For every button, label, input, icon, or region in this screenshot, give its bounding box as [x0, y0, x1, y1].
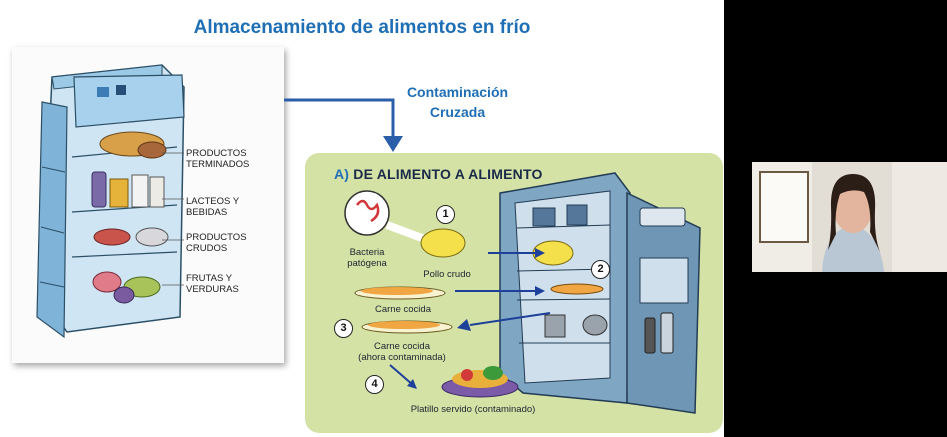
platillo-label: Platillo servido (contaminado) [410, 404, 536, 415]
participant-video-icon [752, 162, 947, 272]
fridge-illustration [36, 64, 185, 339]
fridge-diagram: PRODUCTOS TERMINADOS LACTEOS Y BEBIDAS P… [12, 47, 284, 363]
carne-contaminada-label: Carne cocida (ahora contaminada) [358, 341, 446, 363]
step-1-badge: 1 [436, 205, 455, 224]
panel-heading-text: DE ALIMENTO A ALIMENTO [353, 166, 543, 182]
panel-letter: A) [334, 166, 350, 182]
pollo-crudo-label: Pollo crudo [423, 269, 471, 280]
panel-heading: A) DE ALIMENTO A ALIMENTO [334, 166, 543, 182]
contamination-illustration [344, 172, 701, 414]
slide-title: Almacenamiento de alimentos en frío [193, 17, 531, 38]
black-background [724, 0, 752, 437]
step-2-badge: 2 [591, 260, 610, 279]
label-lacteos-bebidas: LACTEOS Y BEBIDAS [186, 196, 240, 218]
step-4-badge: 4 [365, 375, 384, 394]
step-3-badge: 3 [334, 319, 353, 338]
bacteria-label: Bacteria patógena [347, 247, 387, 269]
connector-arrow [284, 98, 403, 152]
label-productos-terminados: PRODUCTOS TERMINADOS [186, 148, 250, 170]
cross-contamination-panel: A) DE ALIMENTO A ALIMENTO [305, 153, 723, 433]
label-frutas-verduras: FRUTAS Y VERDURAS [186, 273, 239, 295]
slide-subtitle: Contaminación Cruzada [406, 84, 509, 120]
label-productos-crudos: PRODUCTOS CRUDOS [186, 232, 247, 254]
presentation-slide: Almacenamiento de alimentos en frío [0, 0, 724, 437]
webcam-video-feed[interactable] [752, 162, 947, 272]
carne-cocida-label: Carne cocida [375, 304, 431, 315]
